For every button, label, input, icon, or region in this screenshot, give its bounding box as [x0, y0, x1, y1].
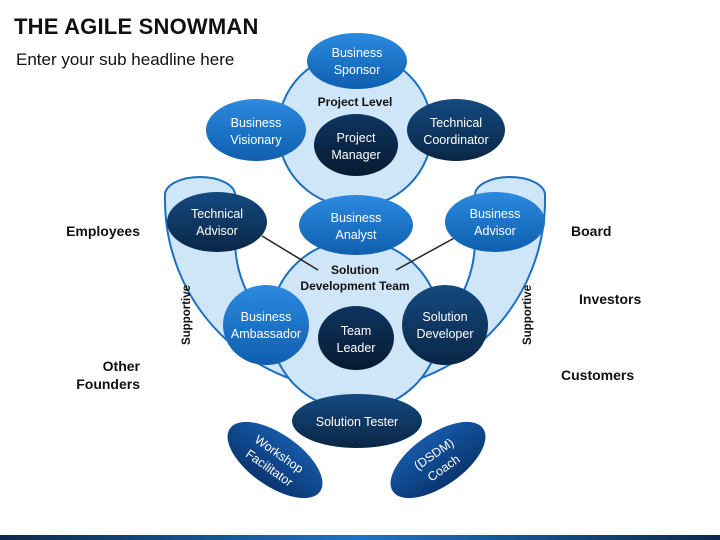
board-label: Board: [571, 223, 611, 239]
business-analyst-label-1: Business: [331, 211, 382, 225]
connector-line: [261, 235, 319, 271]
team-leader-label-2: Leader: [337, 341, 376, 355]
supportive-label-left: Supportive: [181, 285, 193, 345]
solution-tester-node[interactable]: Solution Tester: [292, 394, 422, 448]
project-level-label: Project Level: [318, 95, 393, 109]
technical-advisor-label-1: Technical: [191, 207, 243, 221]
business-sponsor-node[interactable]: Business Sponsor: [307, 33, 407, 89]
other-founders-label-2: Founders: [76, 376, 140, 392]
supportive-label-right: Supportive: [522, 285, 534, 345]
customers-label: Customers: [561, 367, 634, 383]
other-founders-label-1: Other: [103, 358, 141, 374]
business-visionary-label-2: Visionary: [230, 133, 282, 147]
employees-label: Employees: [66, 223, 140, 239]
business-ambassador-label-1: Business: [241, 310, 292, 324]
business-visionary-label-1: Business: [231, 116, 282, 130]
team-leader-node[interactable]: Team Leader: [318, 306, 394, 370]
solution-level-label-1: Solution: [331, 263, 379, 277]
technical-advisor-label-2: Advisor: [196, 224, 238, 238]
technical-coordinator-node[interactable]: Technical Coordinator: [407, 99, 505, 161]
business-analyst-label-2: Analyst: [336, 228, 378, 242]
connector-line: [395, 235, 459, 271]
solution-tester-label: Solution Tester: [316, 415, 398, 429]
solution-developer-label-1: Solution: [422, 310, 467, 324]
page-subtitle: Enter your sub headline here: [16, 50, 235, 69]
business-sponsor-label-1: Business: [332, 46, 383, 60]
solution-developer-label-2: Developer: [417, 327, 474, 341]
project-manager-label-2: Manager: [331, 148, 380, 162]
business-advisor-node[interactable]: Business Advisor: [445, 192, 545, 252]
technical-advisor-node[interactable]: Technical Advisor: [167, 192, 267, 252]
technical-coordinator-label-2: Coordinator: [423, 133, 488, 147]
solution-developer-node[interactable]: Solution Developer: [402, 285, 488, 365]
business-advisor-label-2: Advisor: [474, 224, 516, 238]
business-sponsor-label-2: Sponsor: [334, 63, 381, 77]
investors-label: Investors: [579, 291, 641, 307]
solution-level-label-2: Development Team: [300, 279, 409, 293]
business-analyst-node[interactable]: Business Analyst: [299, 195, 413, 255]
team-leader-label-1: Team: [341, 324, 372, 338]
project-manager-node[interactable]: Project Manager: [314, 114, 398, 176]
page-title: THE AGILE SNOWMAN: [14, 14, 259, 39]
business-ambassador-label-2: Ambassador: [231, 327, 301, 341]
technical-coordinator-label-1: Technical: [430, 116, 482, 130]
business-visionary-node[interactable]: Business Visionary: [206, 99, 306, 161]
business-ambassador-node[interactable]: Business Ambassador: [223, 285, 309, 365]
project-manager-label-1: Project: [337, 131, 376, 145]
footer-accent-bar: [0, 535, 720, 540]
business-advisor-label-1: Business: [470, 207, 521, 221]
